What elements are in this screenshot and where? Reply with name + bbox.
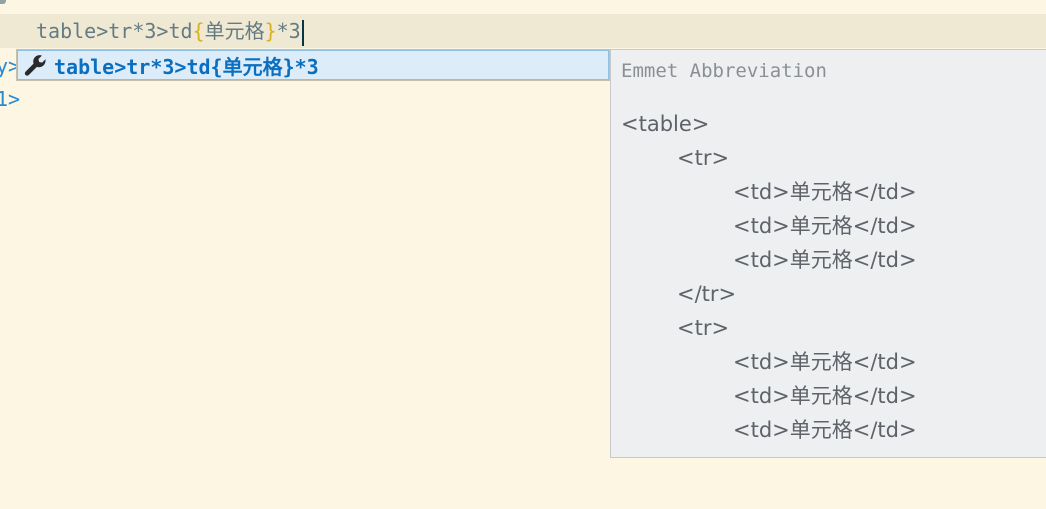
preview-line: <tr>	[677, 316, 730, 340]
preview-line: <td>单元格</td>	[733, 180, 917, 204]
details-title: Emmet Abbreviation	[621, 60, 827, 82]
details-preview: <table> <tr> <td>单元格</td> <td>单元格</td> <…	[621, 107, 917, 447]
suggestion-item-selected[interactable]: table>tr*3>td{单元格}*3	[17, 50, 609, 80]
preview-line: <td>单元格</td>	[733, 384, 917, 408]
line-suffix: *3	[276, 19, 301, 43]
preview-line: <td>单元格</td>	[733, 418, 917, 442]
code-fragment-1: y>	[0, 54, 21, 78]
preview-line: <td>单元格</td>	[733, 214, 917, 238]
preview-line: <tr>	[677, 146, 730, 170]
line-text: 单元格	[204, 19, 265, 43]
preview-line: <td>单元格</td>	[733, 350, 917, 374]
suggestion-label: table>tr*3>td{单元格}*3	[54, 54, 319, 79]
brace-open: {	[192, 19, 205, 43]
line-prefix: table>tr*3>td	[36, 19, 193, 43]
wrench-icon	[22, 51, 50, 79]
scroll-marker	[0, 0, 6, 4]
preview-line: <td>单元格</td>	[733, 248, 917, 272]
brace-close: }	[264, 19, 277, 43]
suggestion-details-panel: Emmet Abbreviation <table> <tr> <td>单元格<…	[610, 49, 1046, 458]
code-fragment-2: 1>	[0, 87, 21, 111]
preview-line: </tr>	[677, 282, 737, 306]
current-line-highlight	[0, 14, 1046, 48]
editor-current-line[interactable]: table>tr*3>td{单元格}*3	[36, 14, 304, 48]
suggestion-list[interactable]: table>tr*3>td{单元格}*3	[16, 49, 610, 81]
preview-line: <table>	[621, 112, 710, 136]
text-cursor	[301, 19, 304, 46]
